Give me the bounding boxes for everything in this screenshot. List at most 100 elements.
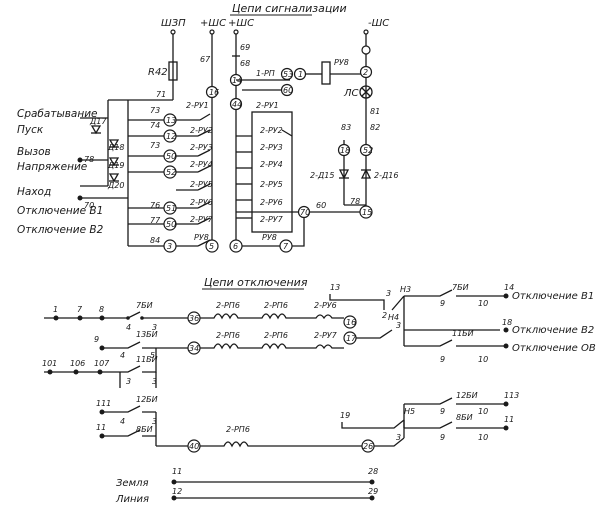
svg-text:15: 15 xyxy=(362,208,372,217)
signal-label-call: Вызов xyxy=(17,146,51,158)
svg-text:3: 3 xyxy=(386,289,391,298)
label-r42: R42 xyxy=(148,67,168,78)
label-1rp: 1-РП xyxy=(256,69,275,78)
svg-text:РУ8: РУ8 xyxy=(262,233,277,242)
svg-text:3: 3 xyxy=(396,321,401,330)
trip-row-4: 111 12БИ 4 3 11 8БИ 40 2-РП6 26 19 Н5 3 … xyxy=(96,391,519,453)
svg-text:68: 68 xyxy=(240,59,250,68)
svg-text:8БИ: 8БИ xyxy=(456,413,473,422)
svg-text:7: 7 xyxy=(77,305,83,314)
svg-text:52: 52 xyxy=(363,146,373,155)
svg-text:19: 19 xyxy=(340,411,350,420)
ground-row: Земля 11 28 xyxy=(116,467,378,489)
diode-d15 xyxy=(338,169,350,180)
signal-label-trip-b2: Отключение В2 xyxy=(17,224,104,236)
svg-text:10: 10 xyxy=(478,433,488,442)
svg-text:3: 3 xyxy=(167,242,172,251)
svg-text:5: 5 xyxy=(150,351,155,360)
svg-text:11: 11 xyxy=(504,415,514,424)
svg-text:73: 73 xyxy=(150,141,160,150)
svg-text:52: 52 xyxy=(166,168,176,177)
svg-text:12: 12 xyxy=(172,487,182,496)
svg-text:82: 82 xyxy=(370,123,380,132)
svg-text:6: 6 xyxy=(233,242,238,251)
svg-text:2-РУ5: 2-РУ5 xyxy=(260,180,283,189)
trip-label-b2: Отключение В2 xyxy=(512,325,594,336)
bus-label-shzp: ШЗП xyxy=(161,18,186,29)
signal-circuits-title: Цепи сигнализации xyxy=(232,2,347,15)
svg-text:2-РУ2: 2-РУ2 xyxy=(260,126,283,135)
svg-text:2-РУ3: 2-РУ3 xyxy=(260,143,283,152)
label-d16: 2-Д16 xyxy=(374,171,398,180)
ground-label: Земля xyxy=(116,478,149,489)
svg-text:28: 28 xyxy=(368,467,378,476)
svg-text:34: 34 xyxy=(189,344,199,353)
diode-group-d17-d20: Д17 Д18 Д19 Д20 xyxy=(89,117,124,190)
svg-text:4: 4 xyxy=(120,351,125,360)
trip-label-ov: Отключение ОВ xyxy=(512,343,596,354)
svg-text:4: 4 xyxy=(120,417,125,426)
svg-text:2-РУ3: 2-РУ3 xyxy=(190,143,213,152)
svg-text:16: 16 xyxy=(346,318,356,327)
svg-text:10: 10 xyxy=(478,407,488,416)
svg-text:1: 1 xyxy=(53,305,58,314)
svg-text:Н3: Н3 xyxy=(400,285,411,294)
svg-text:2-РП6: 2-РП6 xyxy=(226,425,250,434)
svg-text:77: 77 xyxy=(150,216,161,225)
svg-text:60: 60 xyxy=(283,86,293,95)
svg-text:7: 7 xyxy=(283,242,289,251)
svg-text:2-РУ2: 2-РУ2 xyxy=(190,126,213,135)
svg-text:3: 3 xyxy=(396,433,401,442)
svg-text:13: 13 xyxy=(330,283,340,292)
svg-text:73: 73 xyxy=(150,106,160,115)
svg-text:26: 26 xyxy=(363,442,373,451)
svg-text:7БИ: 7БИ xyxy=(452,283,469,292)
svg-text:9: 9 xyxy=(440,299,445,308)
svg-text:70: 70 xyxy=(300,208,310,217)
svg-text:40: 40 xyxy=(189,442,199,451)
svg-text:101: 101 xyxy=(42,359,57,368)
svg-text:8: 8 xyxy=(99,305,104,314)
label-lamp: ЛС xyxy=(343,88,359,99)
svg-text:9: 9 xyxy=(440,355,445,364)
bus-label-plus-shs-2: +ШС xyxy=(228,18,254,29)
svg-text:2-РУ5: 2-РУ5 xyxy=(190,180,213,189)
svg-text:РУ8: РУ8 xyxy=(194,233,209,242)
svg-text:13БИ: 13БИ xyxy=(136,330,158,339)
svg-text:81: 81 xyxy=(370,107,380,116)
svg-text:3: 3 xyxy=(152,417,157,426)
svg-text:2-РП6: 2-РП6 xyxy=(216,331,240,340)
svg-text:Д20: Д20 xyxy=(107,181,124,190)
signal-left-node-column: 73 13 74 12 73 50 52 76 51 77 50 84 3 xyxy=(150,106,177,253)
svg-text:3: 3 xyxy=(126,377,131,386)
signal-label-trigger: Срабатывание xyxy=(17,108,98,120)
svg-text:12БИ: 12БИ xyxy=(456,391,478,400)
svg-text:2: 2 xyxy=(382,311,387,320)
svg-text:53: 53 xyxy=(283,70,293,79)
line-row: Линия 12 29 xyxy=(115,487,378,505)
signal-label-start: Пуск xyxy=(17,124,44,136)
svg-text:11БИ: 11БИ xyxy=(452,329,474,338)
svg-text:69: 69 xyxy=(240,43,250,52)
signal-lamp-ls xyxy=(359,85,373,99)
svg-text:2-РУ6: 2-РУ6 xyxy=(260,198,283,207)
svg-text:Н5: Н5 xyxy=(404,407,415,416)
svg-text:111: 111 xyxy=(96,399,111,408)
svg-text:2-РУ4: 2-РУ4 xyxy=(190,160,213,169)
svg-text:2-РУ1: 2-РУ1 xyxy=(256,101,279,110)
svg-text:17: 17 xyxy=(346,334,357,343)
svg-text:76: 76 xyxy=(150,201,160,210)
svg-text:9: 9 xyxy=(440,407,445,416)
trip-row-2: 9 13БИ 4 5 34 2-РП6 2-РП6 2-РУ7 17 3 Н4 … xyxy=(94,313,594,364)
svg-text:106: 106 xyxy=(70,359,85,368)
label-pu8-coil: РУ8 xyxy=(334,58,349,67)
svg-text:11: 11 xyxy=(96,423,106,432)
svg-text:78: 78 xyxy=(350,197,360,206)
svg-text:Н4: Н4 xyxy=(388,313,399,322)
svg-text:16: 16 xyxy=(209,88,219,97)
svg-text:84: 84 xyxy=(150,236,160,245)
svg-text:36: 36 xyxy=(189,314,199,323)
svg-text:10: 10 xyxy=(478,355,488,364)
svg-text:2-РУ6: 2-РУ6 xyxy=(190,198,213,207)
